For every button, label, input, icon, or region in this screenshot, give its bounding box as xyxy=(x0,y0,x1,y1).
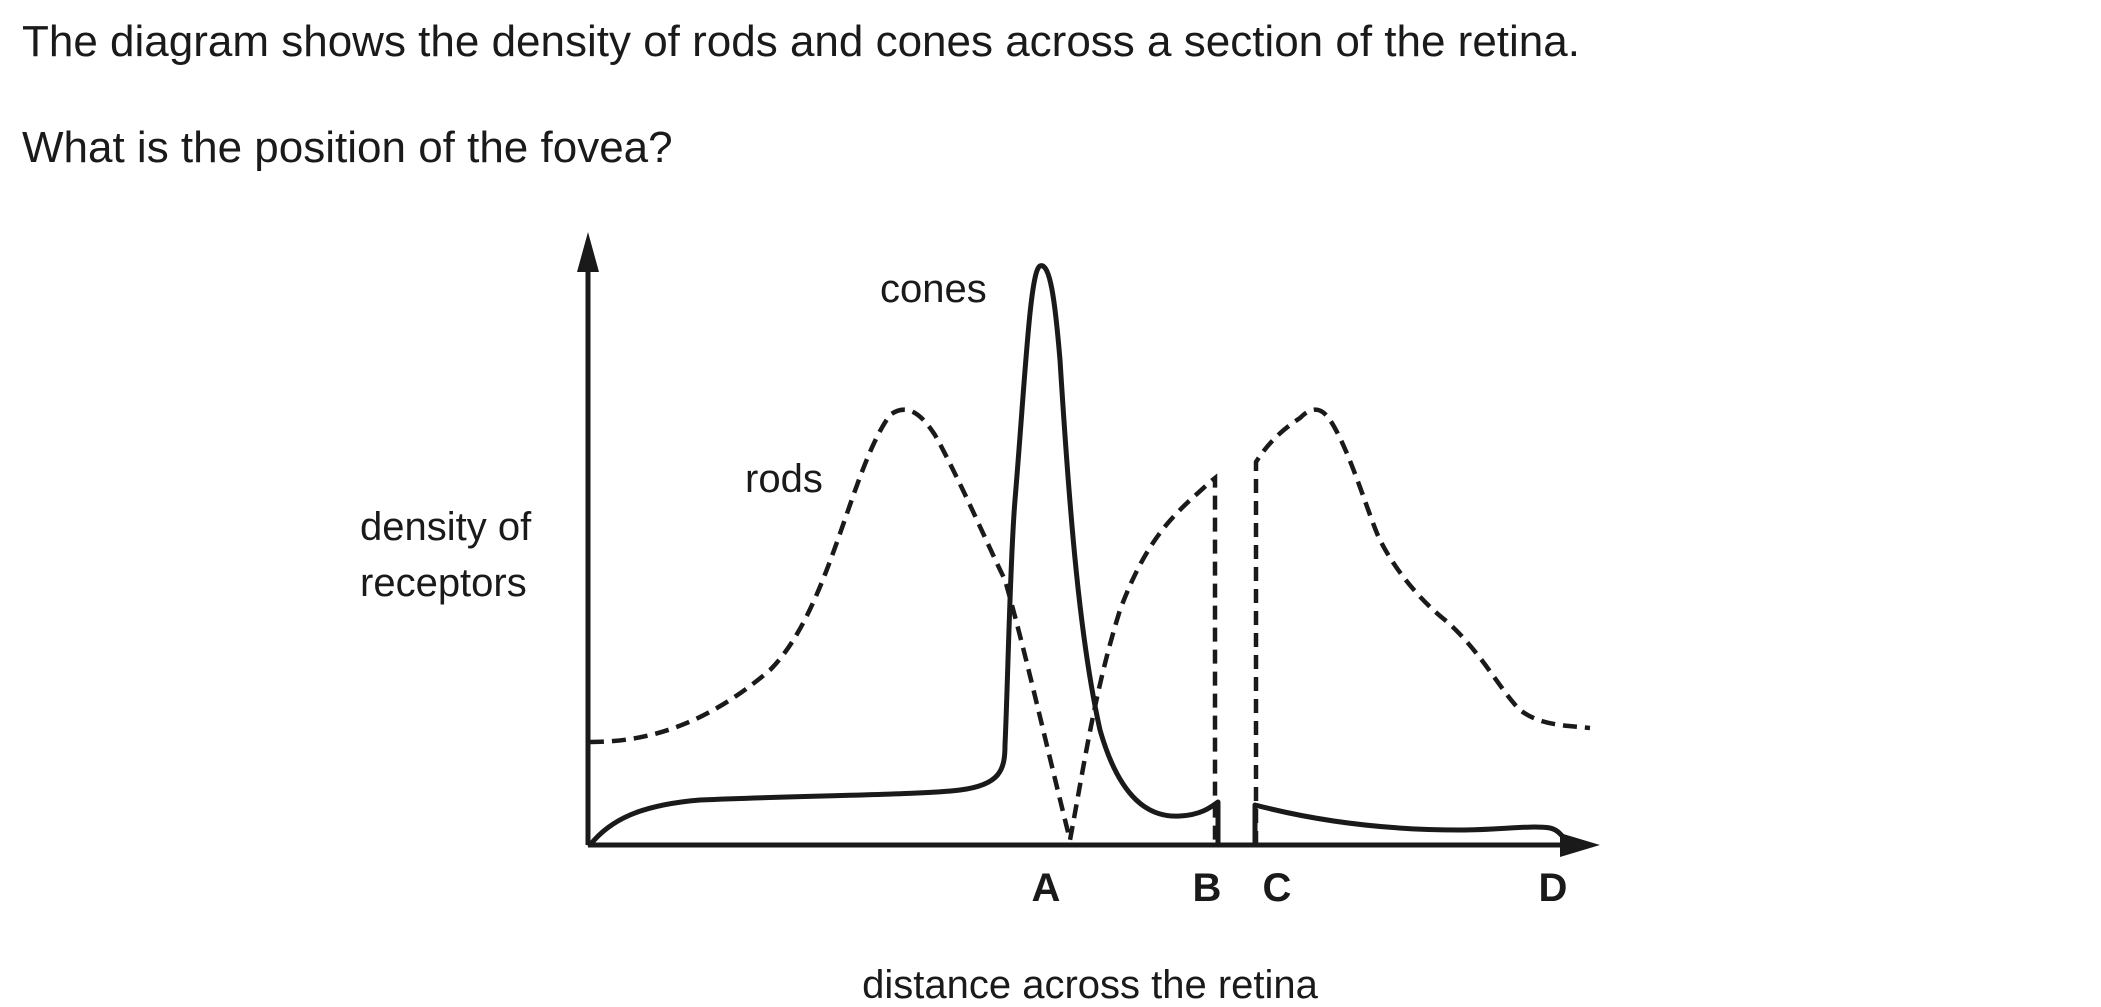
cones-curve-right xyxy=(1252,802,1571,848)
position-label-c: C xyxy=(1263,866,1292,910)
cones-label: cones xyxy=(880,267,987,311)
y-axis-label-line1: density of xyxy=(360,505,532,549)
position-label-b: B xyxy=(1193,866,1222,910)
position-label-a: A xyxy=(1032,866,1061,910)
question-prompt: What is the position of the fovea? xyxy=(22,123,673,172)
rods-label: rods xyxy=(745,457,823,501)
question-intro: The diagram shows the density of rods an… xyxy=(22,17,1580,66)
position-label-d: D xyxy=(1539,866,1568,910)
x-axis-label: distance across the retina xyxy=(862,963,1319,1007)
x-axis-arrowhead xyxy=(1560,833,1600,857)
y-axis-arrowhead xyxy=(577,232,599,272)
y-axis-label-line2: receptors xyxy=(360,561,527,605)
cones-curve xyxy=(587,263,1221,848)
rods-curve xyxy=(589,407,1218,845)
rods-curve-right xyxy=(1253,407,1591,845)
